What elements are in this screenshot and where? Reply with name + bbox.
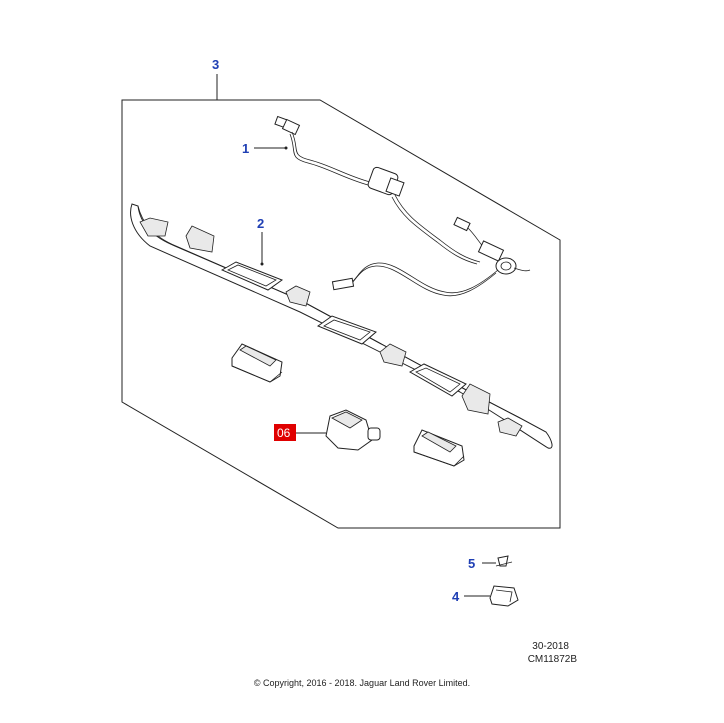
drawing-id: CM11872B	[527, 654, 577, 665]
reference-code: 30-2018	[532, 641, 569, 652]
wiring-harness[interactable]	[274, 115, 531, 297]
callout-2[interactable]: 2	[257, 216, 264, 231]
assembly-outline	[121, 99, 561, 529]
callout-5[interactable]: 5	[468, 556, 475, 571]
copyright-notice: © Copyright, 2016 - 2018. Jaguar Land Ro…	[253, 678, 471, 688]
clip-part-4[interactable]	[489, 585, 519, 607]
callout-1[interactable]: 1	[242, 141, 249, 156]
selected-part-badge[interactable]	[274, 424, 296, 441]
tailgate-finisher[interactable]	[130, 203, 553, 449]
licence-plate-lamp-right[interactable]	[413, 429, 465, 467]
callout-3[interactable]: 3	[212, 57, 219, 72]
callout-4[interactable]: 4	[452, 589, 460, 604]
callout-06[interactable]: 06	[277, 426, 291, 440]
selected-lamp-06[interactable]	[325, 409, 381, 451]
licence-plate-lamp-left[interactable]	[231, 343, 283, 383]
screw-part-5[interactable]	[495, 555, 513, 567]
